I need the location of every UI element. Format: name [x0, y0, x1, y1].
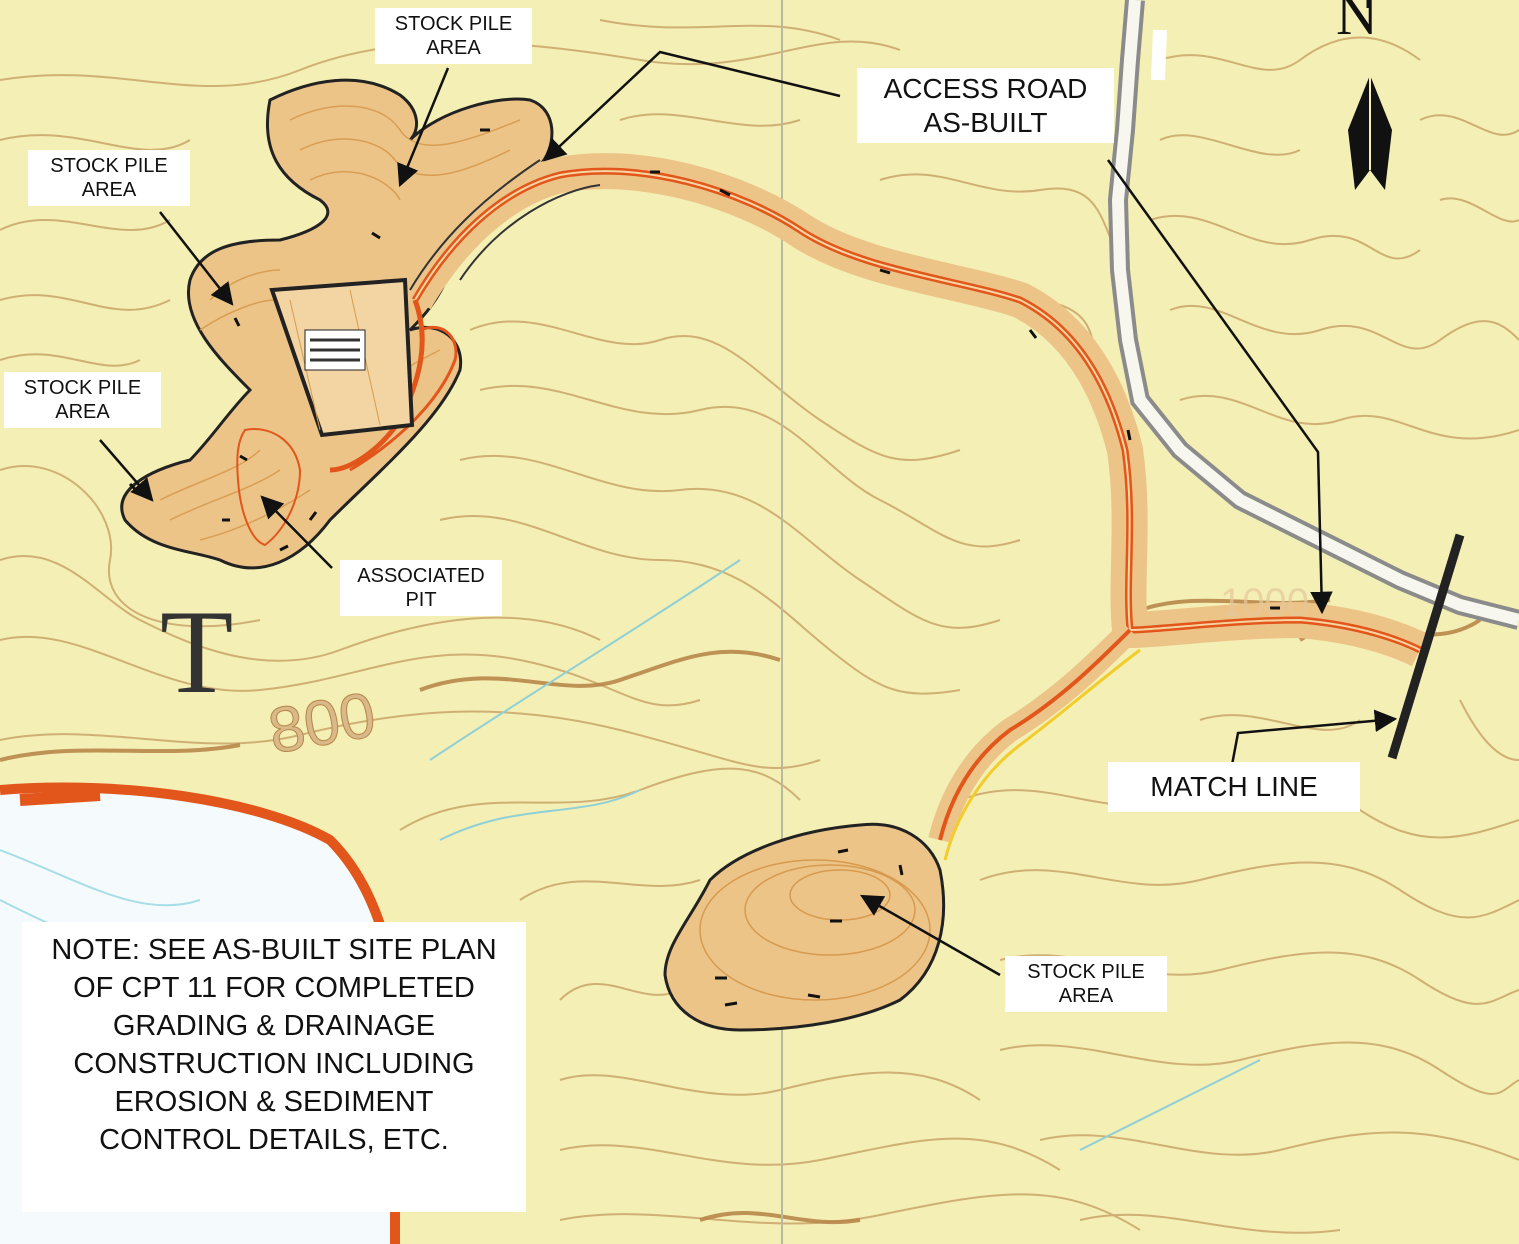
match-line	[1387, 533, 1465, 760]
label-access-road: ACCESS ROAD AS-BUILT	[857, 68, 1114, 144]
label-line: AS-BUILT	[923, 106, 1048, 138]
note-line: CONTROL DETAILS, ETC.	[99, 1123, 449, 1156]
associated-pit-outline	[236, 428, 302, 547]
label-line: ASSOCIATED	[357, 565, 485, 587]
access-road	[329, 153, 1429, 861]
label-line: STOCK PILE	[1027, 961, 1145, 983]
label-line: AREA	[426, 37, 481, 59]
label-line: STOCK PILE	[23, 377, 142, 399]
benchmark-symbol: T	[160, 585, 233, 718]
label-associated-pit: ASSOCIATED PIT	[340, 560, 502, 616]
label-match-line: MATCH LINE	[1108, 762, 1360, 812]
label-line: STOCK PILE	[394, 13, 513, 35]
label-stockpile-left-lower: STOCK PILE AREA	[4, 372, 161, 428]
note-line: GRADING & DRAINAGE	[112, 1009, 436, 1042]
note-box: NOTE: SEE AS-BUILT SITE PLAN OF CPT 11 F…	[22, 922, 526, 1212]
well-pad	[269, 277, 415, 438]
label-stockpile-left-upper: STOCK PILE AREA	[28, 150, 190, 206]
north-arrow	[1348, 0, 1392, 190]
label-line: AREA	[1058, 985, 1114, 1007]
note-line: CONSTRUCTION INCLUDING	[73, 1047, 475, 1080]
label-line: ACCESS ROAD	[883, 73, 1088, 104]
label-line: AREA	[55, 401, 110, 423]
label-line: MATCH LINE	[1150, 771, 1318, 802]
label-line: PIT	[405, 589, 437, 611]
label-stockpile-lower-right: STOCK PILE AREA	[1005, 956, 1167, 1012]
note-line: OF CPT 11 FOR COMPLETED	[73, 971, 475, 1004]
lower-stockpile-pad	[663, 822, 946, 1032]
label-stockpile-top: STOCK PILE AREA	[375, 8, 532, 64]
note-line: NOTE: SEE AS-BUILT SITE PLAN	[51, 934, 497, 966]
note-line: EROSION & SEDIMENT	[114, 1085, 434, 1118]
leader-lines	[99, 50, 1398, 977]
label-line: STOCK PILE	[50, 155, 168, 177]
contour-label-1000: 1000	[1220, 581, 1309, 625]
streams	[429, 559, 1261, 1151]
label-line: AREA	[81, 179, 137, 201]
road-edge-outline	[409, 159, 601, 291]
county-road	[1107, 0, 1519, 630]
north-letter: N	[1336, 0, 1378, 47]
